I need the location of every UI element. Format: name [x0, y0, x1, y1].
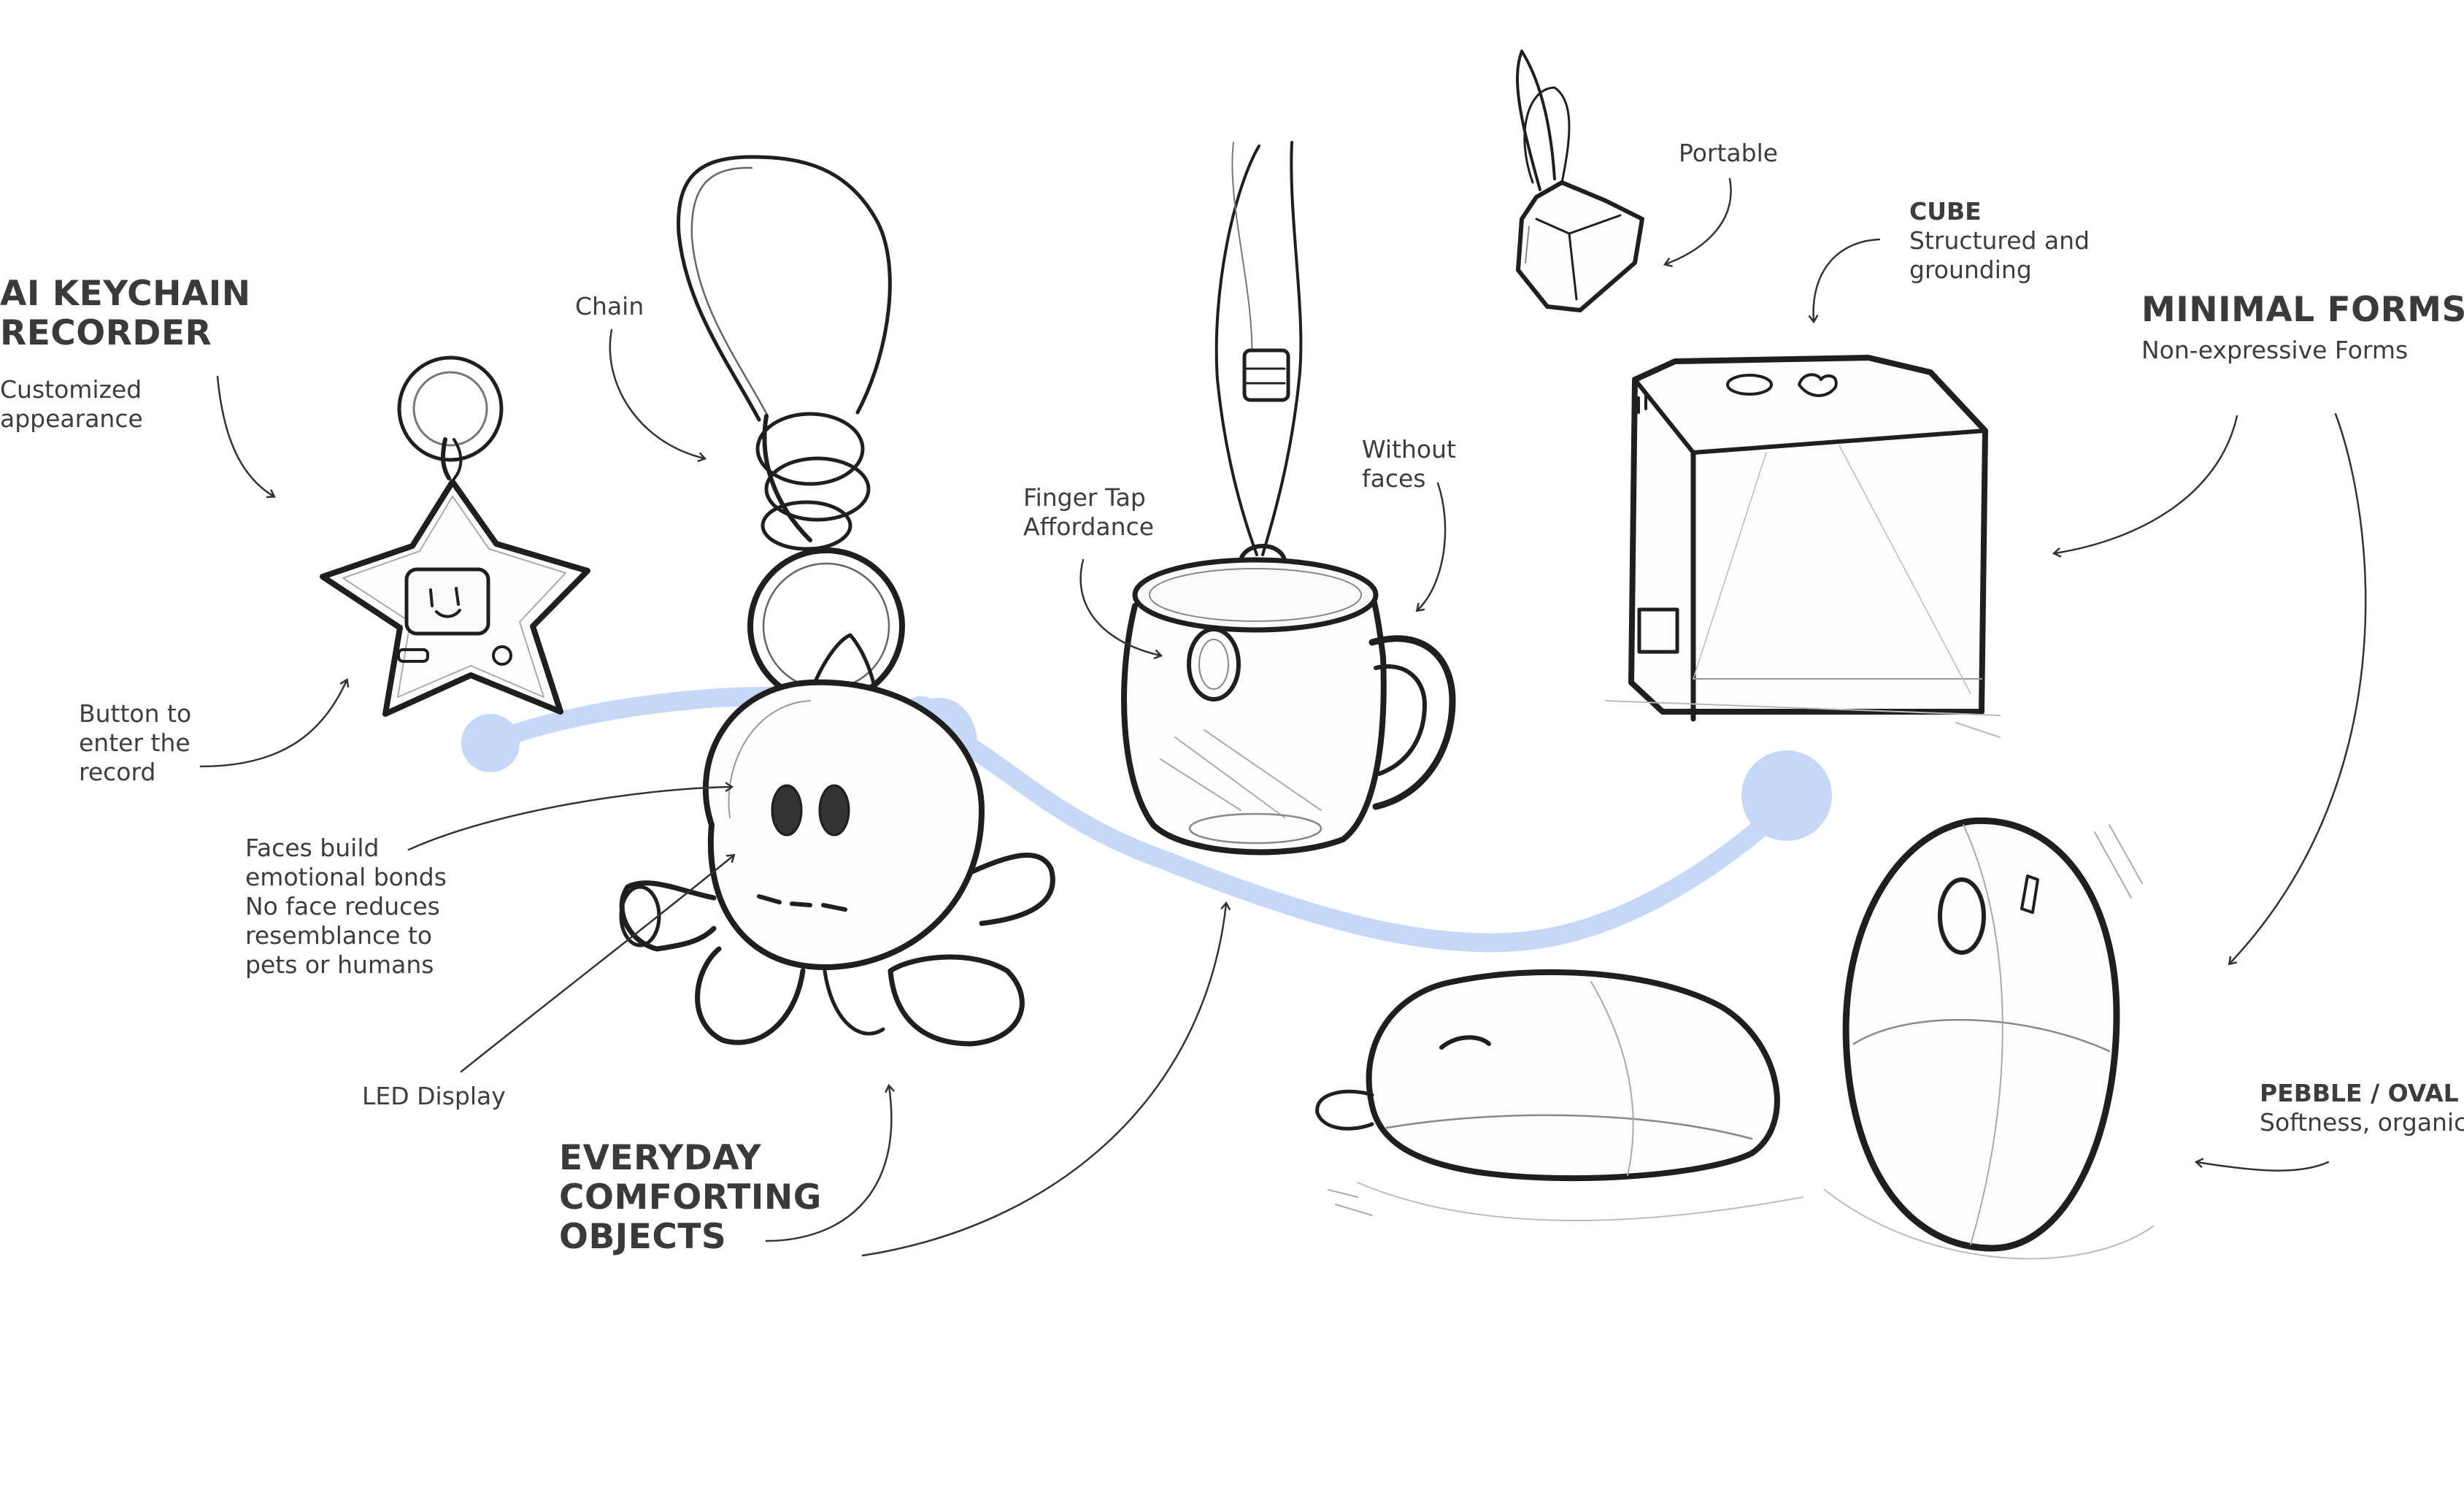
everyday-line1: EVERYDAY	[559, 1138, 762, 1178]
finger-line2: Affordance	[1023, 512, 1155, 541]
button-line2: enter the	[79, 728, 190, 757]
cube-line1: Structured and	[1909, 226, 2090, 255]
pebble-lying-sketch	[1315, 969, 1803, 1221]
pebble-title: PEBBLE / OVAL	[2260, 1079, 2459, 1107]
portable-cube-sketch	[1516, 50, 1644, 312]
keychain-sub-line2: appearance	[0, 404, 143, 433]
minimal-forms-subtitle: Non-expressive Forms	[2141, 336, 2409, 364]
everyday-section-title: EVERYDAY COMFORTING OBJECTS	[559, 1139, 822, 1257]
everyday-line3: OBJECTS	[559, 1217, 727, 1257]
portable-label: Portable	[1679, 139, 1779, 167]
without-line1: Without	[1362, 435, 1456, 464]
minimal-forms-title: MINIMAL FORMS	[2141, 290, 2464, 330]
chain-label: Chain	[575, 292, 644, 320]
faces-line3: No face reduces	[245, 892, 440, 920]
pebble-line1: Softness, organic	[2260, 1108, 2464, 1137]
faces-line2: emotional bonds	[245, 863, 447, 891]
finger-line1: Finger Tap	[1023, 483, 1146, 512]
pebble-standing-sketch	[1824, 817, 2154, 1260]
led-display-label: LED Display	[362, 1082, 506, 1110]
finger-tap-annotation: Finger Tap Affordance	[1023, 483, 1154, 542]
without-faces-annotation: Without faces	[1362, 435, 1456, 493]
keychain-title-line2: RECORDER	[0, 313, 212, 353]
faces-line1: Faces build	[245, 834, 380, 862]
keychain-section-title: AI KEYCHAIN RECORDER	[0, 274, 251, 353]
faces-line4: resemblance to	[245, 921, 433, 950]
cube-annotation: CUBE Structured and grounding	[1909, 197, 2090, 285]
button-line1: Button to	[79, 699, 192, 728]
keychain-subtitle: Customized appearance	[0, 375, 143, 434]
keychain-title-line1: AI KEYCHAIN	[0, 274, 251, 314]
cube-title: CUBE	[1909, 197, 1982, 226]
annotation-arrows	[199, 177, 2367, 1257]
button-line3: record	[79, 758, 156, 786]
cube-device-sketch	[1605, 355, 2001, 738]
faces-annotation: Faces build emotional bonds No face redu…	[245, 834, 447, 980]
cube-line2: grounding	[1909, 255, 2032, 284]
keychain-sub-line1: Customized	[0, 375, 142, 404]
everyday-line2: COMFORTING	[559, 1177, 822, 1218]
pebble-annotation: PEBBLE / OVAL Softness, organic	[2260, 1079, 2464, 1137]
connector-node-left	[461, 714, 520, 772]
without-line2: faces	[1362, 464, 1426, 493]
star-keychain-sketch	[320, 355, 590, 717]
connector-node-right	[1741, 750, 1832, 841]
blob-character-keychain-sketch	[619, 155, 1055, 1047]
mug-keychain-sketch	[1121, 141, 1456, 856]
button-annotation: Button to enter the record	[79, 699, 191, 787]
faces-line5: pets or humans	[245, 950, 434, 979]
